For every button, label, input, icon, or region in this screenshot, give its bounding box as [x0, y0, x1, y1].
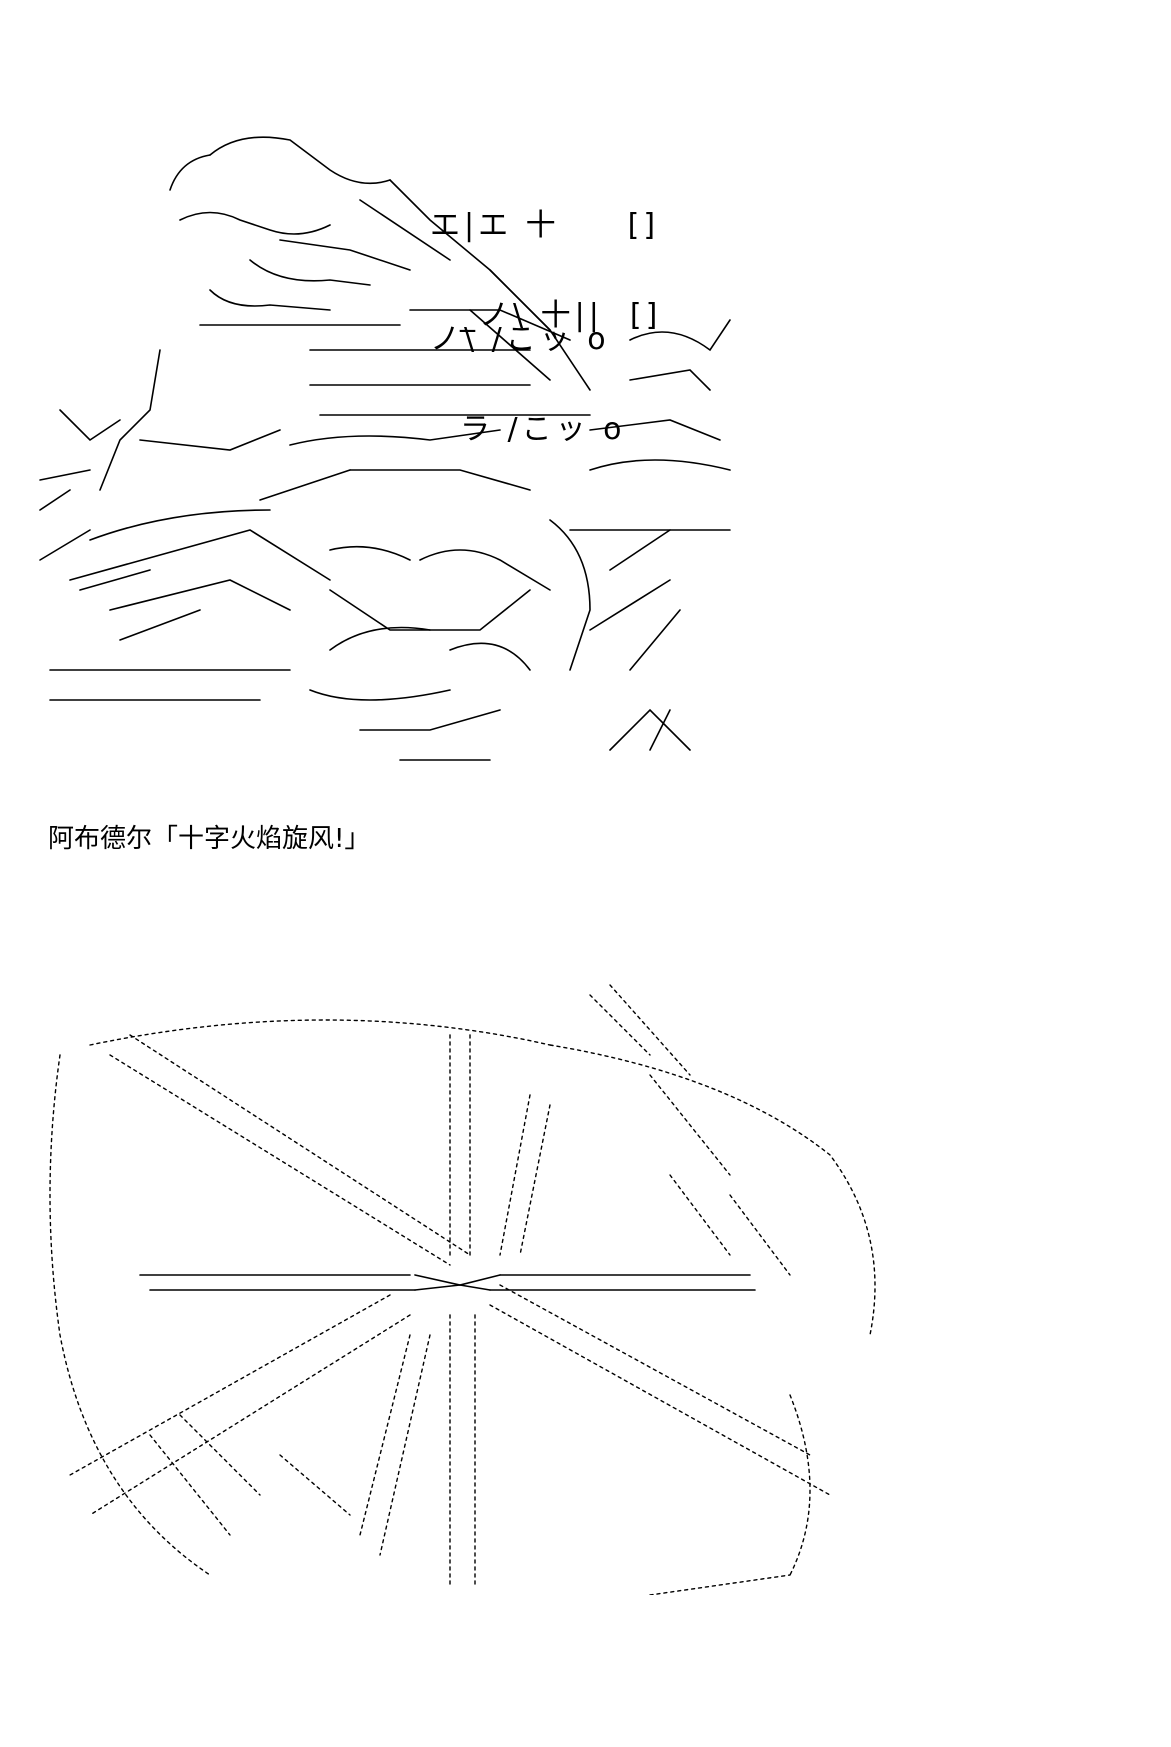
sfx-line: ノ\ /こッ o — [430, 322, 610, 357]
sfx-line: ラ /こッ o — [460, 412, 626, 447]
ascii-art-cross-fire — [49, 984, 876, 1595]
sfx-line: _ノ\ 十|| [] — [460, 298, 662, 333]
ascii-art-magicians-red — [30, 110, 770, 800]
sfx-text-upper: エ|エ 十 [] ノ\ /こッ o — [430, 130, 659, 428]
ascii-art-cross-fire-hurricane — [30, 975, 900, 1595]
caption-text: 阿布德尔「十字火焰旋风!」 — [48, 824, 371, 854]
sfx-line: エ|エ 十 [] — [430, 208, 660, 243]
sfx-text-lower: _ノ\ 十|| [] ラ /こッ o — [460, 220, 661, 518]
ascii-art-drawing — [39, 136, 731, 761]
